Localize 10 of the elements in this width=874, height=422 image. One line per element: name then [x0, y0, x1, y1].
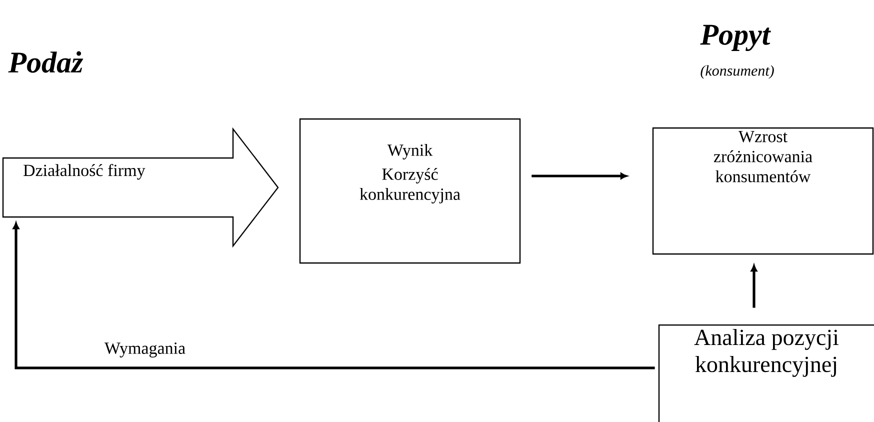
arrow	[532, 172, 628, 180]
process-box: Wynik Korzyść konkurencyjna	[299, 118, 521, 264]
process-box: Analiza pozycji konkurencyjnej	[658, 324, 874, 422]
edge-label: Wymagania	[103, 342, 187, 358]
process-box: Wzrost zróżnicowania konsumentów	[652, 127, 874, 255]
arrow	[750, 264, 758, 308]
heading: Popyt	[700, 24, 771, 52]
subheading: (konsument)	[700, 65, 774, 79]
heading: Podaż	[8, 51, 84, 73]
arrow	[12, 222, 655, 370]
